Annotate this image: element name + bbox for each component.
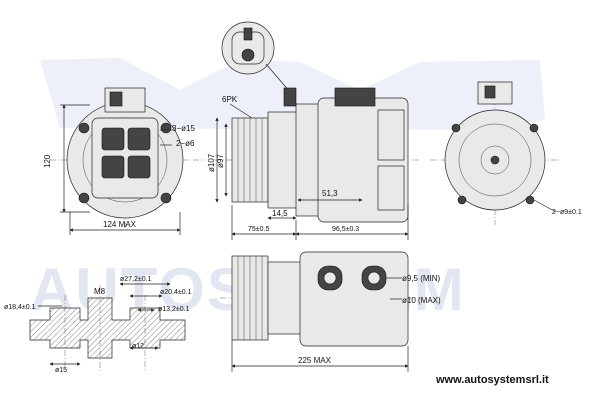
dim-96-5: 96,5±0.3 [332, 226, 359, 233]
connector-callout [221, 21, 291, 93]
dim-3-d15: 3−ø15 [172, 124, 195, 133]
port-section-view: M8 ø27,2±0.1 ø20,4±0.1 ø18,4±0.1 ø13,2±0… [4, 276, 192, 374]
dim-120: 120 [43, 154, 52, 168]
dim-d20-4: ø20,4±0.1 [160, 289, 192, 296]
dim-14-5: 14,5 [272, 209, 288, 218]
dim-d27-2: ø27,2±0.1 [120, 276, 152, 283]
website-url: www.autosystemsrl.it [435, 374, 549, 386]
front-view-left: 120 124 MAX 3−ø15 2−ø6 [43, 87, 205, 235]
dim-2-d9: 2−ø9±0.1 [552, 209, 582, 216]
top-view-bottom: ø9,5 (MIN) ø10 (MAX) 225 MAX [220, 251, 441, 372]
dim-51-3: 51,3 [322, 189, 338, 198]
rear-view-right: 2−ø9±0.1 [430, 81, 582, 225]
dim-d12: ø12 [132, 343, 144, 350]
dim-d107: ø107 [207, 153, 216, 172]
dim-d97: ø97 [216, 154, 225, 168]
dim-225-max: 225 MAX [298, 356, 332, 365]
dim-d9-5-min: ø9,5 (MIN) [402, 274, 441, 283]
dim-6pk: 6PK [222, 95, 238, 104]
dim-2-d6: 2−ø6 [176, 139, 195, 148]
dim-m8: M8 [94, 287, 106, 296]
dim-d10-max: ø10 (MAX) [402, 296, 441, 305]
dim-d13-2: ø13,2±0.1 [158, 306, 190, 313]
dim-124-max: 124 MAX [103, 220, 137, 229]
side-view-center: 6PK ø107 ø97 51,3 14,5 75±0.5 96,5±0.3 [207, 87, 420, 240]
dim-75: 75±0.5 [248, 226, 269, 233]
dim-d18-4: ø18,4±0.1 [4, 304, 36, 311]
dim-d15: ø15 [55, 367, 67, 374]
